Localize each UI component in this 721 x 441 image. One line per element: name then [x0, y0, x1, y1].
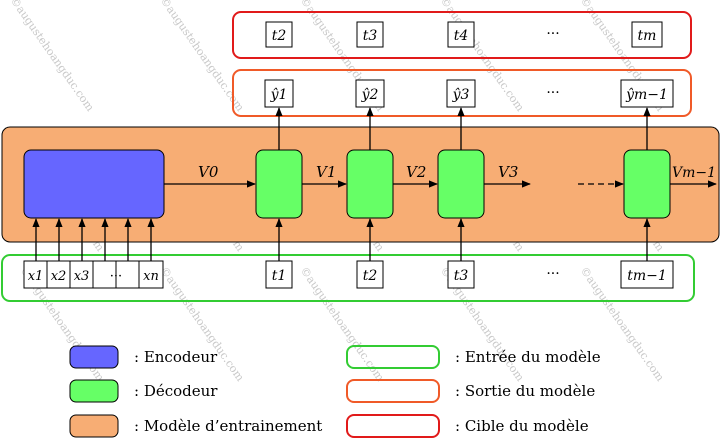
encoder-token: xn: [143, 269, 159, 284]
decoder-input-tokens: t1 t2 t3 ··· tm−1: [265, 260, 674, 289]
encoder-ellipsis: ···: [110, 269, 122, 284]
input-token: t3: [454, 268, 469, 284]
legend-swatch-encoder: [69, 345, 119, 369]
input-row-frame: [1, 254, 695, 302]
decoder-input-arrows: [275, 218, 651, 261]
encoder-block: [23, 149, 165, 219]
target-ellipsis: ···: [546, 26, 559, 42]
legend-swatch-target: [346, 414, 440, 438]
legend-label-input: : Entrée du modèle: [455, 348, 601, 366]
state-label-v2: V2: [406, 163, 426, 181]
token-box: [356, 21, 384, 48]
token-box: [447, 21, 475, 48]
decoder-block: [255, 149, 303, 219]
token-box: [631, 21, 663, 48]
legend-swatch-decoder: [69, 379, 119, 403]
input-token: tm−1: [627, 268, 667, 284]
encoder-input-tokens: x1 x2 x3 ··· xn: [23, 260, 164, 289]
target-token: t2: [272, 28, 287, 44]
legend-label-encoder: : Encodeur: [134, 348, 218, 366]
state-label-v1: V1: [316, 163, 336, 181]
state-label-v0: V0: [198, 163, 219, 181]
input-token: t2: [363, 268, 378, 284]
state-label-v3: V3: [498, 163, 518, 181]
state-labels: V0 V1 V2 V3 Vm−1: [198, 163, 716, 181]
legend-swatch-output: [346, 379, 440, 403]
encoder-token: x1: [28, 269, 44, 284]
token-box: [355, 79, 385, 108]
input-token: t1: [272, 268, 287, 284]
output-tokens: ŷ1 ŷ2 ŷ3 ··· ŷm−1: [264, 79, 674, 108]
legend-label-decoder: : Décodeur: [134, 382, 218, 400]
legend: : Encodeur : Décodeur : Modèle d’entrain…: [69, 345, 601, 438]
token-box: [356, 260, 384, 289]
output-token: ŷ3: [452, 86, 470, 103]
decoder-block: [437, 149, 485, 219]
target-row-frame: [232, 11, 692, 59]
token-box: [265, 260, 293, 289]
token-box: [447, 260, 475, 289]
decoder-block: [623, 149, 671, 219]
legend-label-output: : Sortie du modèle: [455, 382, 595, 400]
target-token: t4: [454, 28, 469, 44]
target-token: tm: [638, 28, 657, 44]
target-token: t3: [363, 28, 378, 44]
token-box: [138, 260, 164, 289]
encoder-input-arrows: [32, 218, 155, 261]
state-label-vm-1: Vm−1: [672, 165, 716, 181]
token-box: [620, 79, 674, 108]
output-token: ŷm−1: [625, 86, 668, 103]
watermark-text: ©augustehoangduc.com: [158, 264, 247, 384]
legend-label-target: : Cible du modèle: [455, 417, 589, 435]
token-box: [265, 21, 293, 48]
target-tokens: t2 t3 t4 ··· tm: [265, 21, 663, 48]
output-arrows: [275, 107, 651, 150]
output-token: ŷ2: [361, 86, 379, 103]
input-ellipsis: ···: [546, 266, 559, 282]
token-box: [264, 79, 294, 108]
output-token: ŷ1: [270, 86, 288, 103]
output-ellipsis: ···: [546, 85, 559, 101]
decoder-block: [346, 149, 394, 219]
encoder-token: x3: [74, 269, 90, 284]
watermark-text: ©augustehoangduc.com: [8, 0, 97, 114]
legend-swatch-training: [69, 414, 119, 438]
legend-swatch-input: [346, 345, 440, 369]
token-box: [446, 79, 476, 108]
legend-label-training: : Modèle d’entrainement: [134, 417, 322, 435]
encoder-token: x2: [51, 269, 67, 284]
token-box: [620, 260, 674, 289]
